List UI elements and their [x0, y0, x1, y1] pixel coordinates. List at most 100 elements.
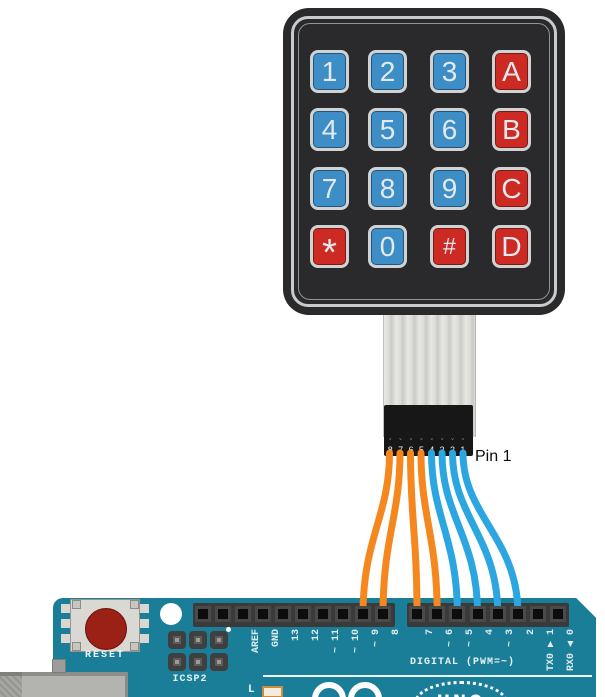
key-label: D	[501, 230, 522, 262]
icsp-label: ICSP2	[172, 674, 208, 685]
keypad-outer-border	[291, 16, 557, 307]
header-socket	[235, 606, 251, 622]
keypad-key-2[interactable]: 2	[368, 50, 407, 93]
key-label: *	[322, 231, 337, 274]
header-socket	[550, 606, 567, 622]
solder-pad	[140, 634, 149, 643]
keypad-key-1[interactable]: 1	[310, 50, 349, 93]
key-label: A	[502, 55, 521, 87]
key-label: B	[502, 113, 521, 145]
header-socket	[335, 606, 351, 622]
pin-label-7: 7	[424, 629, 436, 636]
solder-pad	[61, 604, 70, 613]
pin-label-4: 4	[485, 629, 497, 636]
pin-number: 3	[439, 445, 445, 455]
uno-text: UNO	[417, 691, 505, 697]
pin-number: 4	[429, 445, 435, 455]
reset-button-corner-pad	[72, 642, 81, 651]
wire-keypad-pin6-to-d7	[407, 449, 421, 618]
header-socket	[355, 606, 371, 622]
reset-button-corner-pad	[130, 600, 139, 609]
solder-pad	[140, 619, 149, 628]
wire-keypad-pin8-to-d9	[359, 449, 393, 618]
key-label: 0	[379, 230, 396, 262]
keypad-key-9[interactable]: 9	[430, 167, 469, 210]
keypad-key-B[interactable]: B	[492, 108, 531, 151]
usb-connector-shield	[0, 672, 22, 697]
pin-tick-mark: ˇ	[440, 439, 444, 446]
pin-tick-mark: ˇ	[409, 439, 413, 446]
header-socket	[375, 606, 391, 622]
icsp-pin-pad	[210, 653, 228, 671]
pin-label-13: 13	[290, 629, 302, 642]
header-socket	[215, 606, 231, 622]
header-socket	[449, 606, 466, 622]
keypad-key-5[interactable]: 5	[368, 108, 407, 151]
key-label: 6	[441, 113, 458, 145]
header-socket	[409, 606, 425, 622]
keypad-key-C[interactable]: C	[492, 167, 531, 210]
reset-label: RESET	[84, 650, 125, 661]
silkscreen-line	[263, 675, 592, 677]
key-label: 8	[379, 172, 396, 204]
icsp-pin-pad	[210, 631, 228, 649]
pin-label-3: ~ 3	[505, 629, 517, 648]
keypad-key-0[interactable]: 0	[368, 225, 407, 268]
keypad-key-A[interactable]: A	[492, 50, 531, 93]
header-socket	[255, 606, 271, 622]
key-label: 1	[321, 55, 338, 87]
key-label: 3	[441, 55, 458, 87]
wire-keypad-pin1-to-d2	[459, 449, 522, 618]
header-socket	[195, 606, 211, 622]
key-label: 5	[379, 113, 396, 145]
led-l-label: L	[248, 684, 255, 696]
keypad-key-7[interactable]: 7	[310, 167, 349, 210]
pin-label-aref: AREF	[250, 629, 262, 654]
pin-label-tx01: TX0 ▶ 1	[545, 629, 557, 672]
key-label: 2	[379, 55, 396, 87]
key-label: C	[501, 172, 522, 204]
keypad-key-D[interactable]: D	[492, 225, 531, 268]
pin-number: 1	[460, 445, 466, 455]
pin-label-9: ~ 9	[370, 629, 382, 648]
header-socket	[510, 606, 526, 622]
wire-keypad-pin7-to-d8	[379, 449, 404, 618]
pin-label-12: 12	[310, 629, 322, 642]
pin-number: 6	[408, 445, 414, 455]
reset-button-corner-pad	[72, 600, 81, 609]
wire-keypad-pin4-to-d5	[428, 449, 461, 618]
keypad-key-star[interactable]: *	[310, 225, 349, 272]
reset-button-cap[interactable]	[85, 608, 127, 650]
wire-keypad-pin5-to-d6	[417, 449, 441, 618]
key-label: 9	[441, 172, 458, 204]
pin-tick-mark: ˇ	[399, 439, 402, 446]
reset-button-corner-pad	[130, 642, 139, 651]
pin-label-2: 2	[525, 629, 537, 636]
keypad-key-hash[interactable]: #	[430, 225, 469, 268]
header-socket	[275, 606, 291, 622]
header-socket	[530, 606, 547, 622]
keypad-key-6[interactable]: 6	[430, 108, 469, 151]
pin-tick-mark: ˇ	[430, 439, 433, 446]
solder-pad	[61, 634, 70, 643]
icsp-pin-pad	[189, 653, 207, 671]
keypad-inner-border	[298, 23, 550, 300]
pin-tick-mark: ˇ	[389, 439, 392, 446]
keypad-key-4[interactable]: 4	[310, 108, 349, 151]
pin-number: 5	[418, 445, 424, 455]
keypad-key-8[interactable]: 8	[368, 167, 407, 210]
keypad-key-3[interactable]: 3	[430, 50, 469, 93]
digital-pwm-label: DIGITAL (PWM=~)	[410, 657, 516, 668]
icsp-pin-pad	[168, 653, 186, 671]
